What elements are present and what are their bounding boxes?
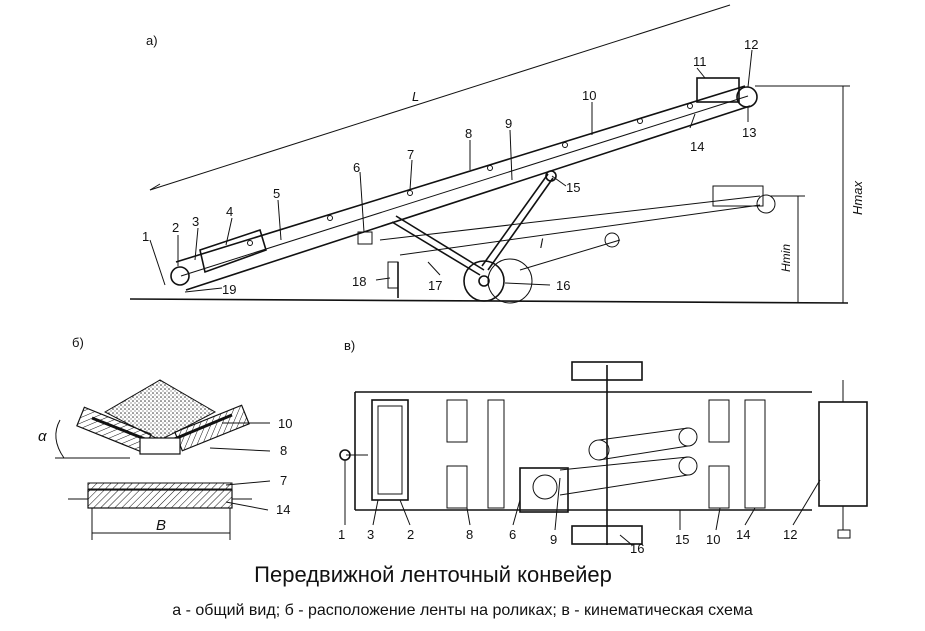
label-b-10: 10 (278, 416, 292, 431)
width-dimension: B (91, 508, 231, 540)
drive-unit-box (696, 77, 740, 103)
label-a-17: 17 (428, 278, 442, 293)
view-a-label: а) (146, 33, 158, 48)
view-b-label: б) (72, 335, 84, 350)
label-a-2: 2 (172, 220, 179, 235)
motor-9 (519, 467, 569, 513)
label-c-10: 10 (706, 532, 720, 547)
bracket-6 (357, 231, 373, 245)
loading-hopper (199, 228, 267, 274)
scheme-frame (354, 391, 812, 511)
view-a-leaders (149, 49, 753, 293)
return-belt (87, 482, 233, 490)
label-c-9: 9 (550, 532, 557, 547)
label-a-9: 9 (505, 116, 512, 131)
head-drum (736, 86, 758, 108)
label-a-8: 8 (465, 126, 472, 141)
label-a-1: 1 (142, 229, 149, 244)
label-c-16: 16 (630, 541, 644, 556)
label-c-1: 1 (338, 527, 345, 542)
label-a-11: 11 (693, 54, 707, 69)
label-c-12: 12 (783, 527, 797, 542)
label-a-12: 12 (744, 37, 758, 52)
view-b-leaders (209, 422, 271, 511)
conveyor-diagram: а) L (38, 4, 868, 556)
head-drum-scheme (818, 401, 868, 507)
label-c-15: 15 (675, 532, 689, 547)
label-a-18: 18 (352, 274, 366, 289)
alpha-dimension: α (38, 419, 130, 459)
support-leg (387, 261, 399, 298)
label-c-14: 14 (736, 527, 750, 542)
label-a-6: 6 (353, 160, 360, 175)
trough-rollers (76, 404, 250, 455)
l-label: l (540, 236, 544, 251)
view-b-numbers: 10 8 7 14 (276, 416, 292, 517)
return-roller (87, 489, 233, 509)
figure-subtitle: а - общий вид; б - расположение ленты на… (172, 602, 753, 619)
label-a-3: 3 (192, 214, 199, 229)
view-c-leaders (344, 460, 821, 546)
label-a-13: 13 (742, 125, 756, 140)
label-b-7: 7 (280, 473, 287, 488)
label-c-3: 3 (367, 527, 374, 542)
label-a-16: 16 (556, 278, 570, 293)
label-a-15: 15 (566, 180, 580, 195)
lowered-drive-box (712, 185, 764, 207)
height-dimensions: Hmax Hmin l (540, 85, 865, 303)
label-c-6: 6 (509, 527, 516, 542)
axle-16 (571, 361, 643, 545)
label-a-14: 14 (690, 139, 704, 154)
roller-sets-10-14 (708, 399, 766, 509)
view-a-numbers: 1 2 3 4 5 6 7 8 9 10 11 12 13 14 15 16 1… (142, 37, 758, 297)
view-b-belt-on-rollers: б) α B (38, 335, 292, 540)
length-dimension: L (149, 4, 731, 191)
belt-rollers (247, 103, 693, 246)
bulk-material (103, 379, 217, 441)
view-c-numbers: 1 3 2 8 6 9 16 15 10 14 12 (338, 527, 797, 556)
view-a-general-view: а) L (129, 4, 865, 304)
drive-pulleys (559, 427, 698, 496)
tail-drum (170, 266, 190, 286)
view-c-kinematic-scheme: в) (338, 338, 868, 556)
strut-hinge (545, 170, 557, 182)
label-a-4: 4 (226, 204, 233, 219)
label-a-10: 10 (582, 88, 596, 103)
label-a-19: 19 (222, 282, 236, 297)
view-c-label: в) (344, 338, 355, 353)
label-c-8: 8 (466, 527, 473, 542)
figure-title: Передвижной ленточный конвейер (254, 562, 612, 587)
support-struts (379, 173, 761, 276)
tail-drum-scheme (371, 399, 409, 501)
lowered-head-drum (756, 194, 776, 214)
alpha-label: α (38, 428, 47, 445)
label-a-5: 5 (273, 186, 280, 201)
label-c-2: 2 (407, 527, 414, 542)
label-b-14: 14 (276, 502, 290, 517)
wheel-assembly (463, 232, 620, 304)
roller-sets-8 (446, 399, 505, 509)
hmax-label: Hmax (850, 181, 865, 215)
width-label: B (156, 517, 166, 534)
conveyor-frame (175, 85, 751, 291)
hmin-label: Hmin (779, 244, 793, 272)
label-a-7: 7 (407, 147, 414, 162)
label-b-8: 8 (280, 443, 287, 458)
length-label: L (412, 89, 419, 104)
